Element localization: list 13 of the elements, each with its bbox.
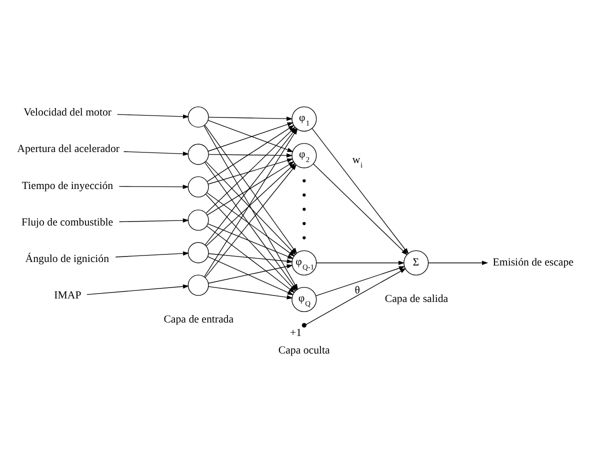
edge-label: θ [354,284,360,296]
node-text: Ángulo de ignición [25,253,110,266]
node-text: Velocidad del motor [24,106,112,119]
label: Capa oculta [278,344,330,357]
node-text: Flujo de combustible [22,216,114,228]
node-text: Emisión de escape [492,256,574,268]
node-text: Apertura del acelerador [17,143,120,156]
node-text: Tiempo de inyección [22,180,114,192]
edge-label: w$_{i}$ [352,154,363,170]
label: Capa de salida [384,293,448,306]
label: Capa de entrada [164,313,234,326]
node-label: +1 [290,326,302,339]
node-text: IMAP [54,290,82,302]
